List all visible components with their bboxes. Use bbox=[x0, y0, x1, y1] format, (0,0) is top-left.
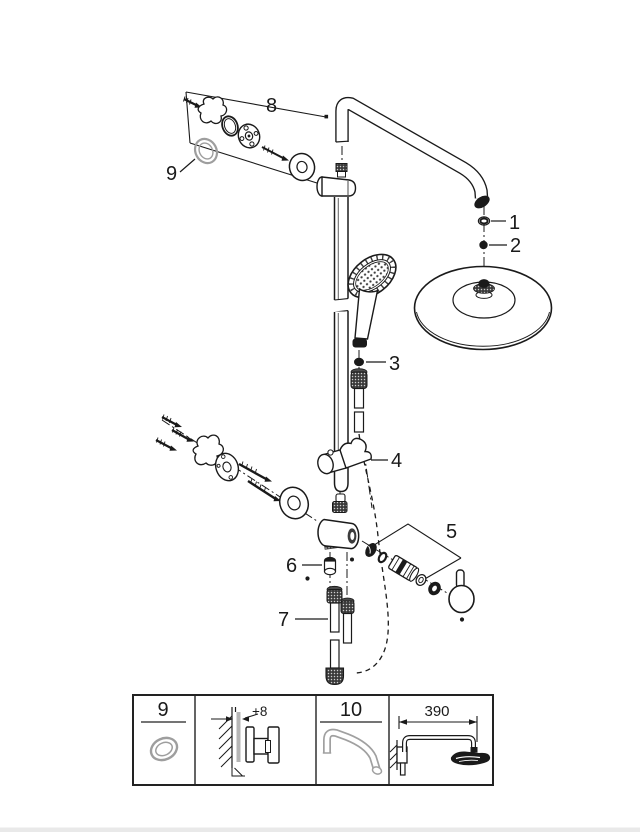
tee-nut-collar bbox=[337, 171, 346, 178]
valve-body-shell bbox=[317, 518, 360, 550]
panel-cell-10-title: 10 bbox=[340, 699, 362, 721]
hose-segment bbox=[353, 411, 365, 433]
anchor-screw-icon bbox=[161, 414, 182, 428]
connection-hoses-part7: 7 bbox=[278, 585, 355, 686]
escutcheon-icon bbox=[278, 486, 310, 520]
hose-tube bbox=[329, 639, 340, 669]
flange-disc-icon bbox=[214, 452, 240, 482]
hose-nut bbox=[326, 589, 343, 604]
cartridge-body bbox=[388, 554, 420, 582]
valve-top-cap bbox=[335, 493, 346, 503]
panel-cell-elbow: 10 bbox=[320, 699, 383, 775]
detail-panel: 9 +8 10 bbox=[132, 694, 494, 786]
panel-cell-9-title: 9 bbox=[157, 699, 168, 721]
fixing-screw-icon bbox=[238, 461, 272, 482]
upper-wall-mount-assembly: 9 8 bbox=[166, 91, 337, 190]
panel-cell-seal-ring: 9 bbox=[141, 699, 186, 762]
wall-bracket-icon bbox=[192, 434, 224, 466]
slider-holder-part4: 4 bbox=[317, 437, 402, 509]
anchor-screw-icon bbox=[155, 437, 177, 451]
o-ring-icon bbox=[221, 115, 239, 137]
lever-handle bbox=[448, 569, 475, 622]
panel-cell-wall-spacer: +8 bbox=[211, 704, 280, 777]
callout-6-label: 6 bbox=[286, 555, 297, 577]
rail-end-cap bbox=[333, 470, 349, 493]
shower-column bbox=[316, 146, 357, 493]
alignment-dot bbox=[324, 114, 329, 119]
mounting-bracket-icon bbox=[237, 123, 261, 149]
cartridge-cap bbox=[365, 543, 377, 557]
head-connector-ball bbox=[478, 279, 490, 288]
callout-7-label: 7 bbox=[278, 609, 289, 631]
arm-head-nut bbox=[470, 747, 478, 753]
arm-dimension-label: 390 bbox=[424, 703, 449, 720]
footer-bar bbox=[0, 827, 640, 832]
bracket-profile bbox=[245, 726, 255, 763]
callout-3-label: 3 bbox=[389, 353, 400, 375]
hand-shower: 3 bbox=[347, 253, 400, 433]
hose-dashed-path bbox=[355, 433, 389, 674]
hose-segment bbox=[353, 387, 365, 409]
valve-knurled-nut bbox=[332, 501, 348, 513]
arm-wall-stem bbox=[399, 762, 406, 776]
escutcheon-icon bbox=[288, 152, 316, 182]
check-valve-part6: 6 bbox=[286, 555, 337, 581]
shower-arm bbox=[335, 96, 490, 209]
callout-4-label: 4 bbox=[391, 450, 402, 472]
hose-tube bbox=[342, 612, 353, 644]
callout-5-bracket bbox=[370, 523, 462, 581]
callout-1-label: 1 bbox=[509, 212, 520, 234]
rain-head-silhouette bbox=[450, 751, 491, 766]
hose-end-nut bbox=[325, 667, 345, 686]
callout-5-label: 5 bbox=[446, 521, 457, 543]
tee-body bbox=[321, 176, 357, 197]
hose-nut bbox=[340, 600, 355, 614]
hand-shower-handle bbox=[354, 287, 379, 340]
alignment-dot bbox=[305, 576, 310, 581]
fixing-screw-icon bbox=[247, 478, 281, 502]
callout-2-label: 2 bbox=[510, 235, 521, 257]
handle-screw-dot bbox=[459, 617, 465, 622]
retainer-nut bbox=[428, 581, 441, 596]
arm-end-nut bbox=[474, 195, 490, 209]
head-shower bbox=[413, 265, 553, 351]
panel-cell-arm-dimension: 390 bbox=[389, 703, 491, 776]
hand-shower-washer-part3 bbox=[354, 357, 364, 367]
spacer-strip bbox=[236, 712, 241, 762]
arm-washer-part1: 1 bbox=[477, 212, 520, 234]
cartridge-group-part5: 5 bbox=[365, 521, 462, 596]
hose-union-nut bbox=[350, 371, 368, 389]
hose-tube bbox=[329, 602, 340, 633]
spacer-dimension-label: +8 bbox=[252, 704, 267, 719]
callout-9-label: 9 bbox=[166, 163, 177, 185]
filter-washer-part2: 2 bbox=[479, 235, 521, 257]
holder-pin bbox=[327, 449, 334, 456]
washer bbox=[415, 573, 427, 587]
bracket-screw-icon bbox=[261, 145, 289, 161]
seal-ring-icon bbox=[149, 736, 179, 762]
lower-wall-mount-assembly bbox=[155, 414, 318, 522]
anchor-screw-icon bbox=[171, 427, 194, 442]
spray-face bbox=[355, 261, 389, 291]
o-ring bbox=[377, 551, 388, 564]
seal-ring-9-icon bbox=[193, 137, 219, 165]
callout-8-label: 8 bbox=[266, 95, 277, 117]
tee-knurled-nut bbox=[335, 163, 348, 172]
handle-end-cap bbox=[352, 338, 367, 348]
wall-plate-icon bbox=[197, 96, 228, 125]
callout-9-leader bbox=[179, 158, 196, 173]
bracket-notch bbox=[265, 740, 271, 753]
